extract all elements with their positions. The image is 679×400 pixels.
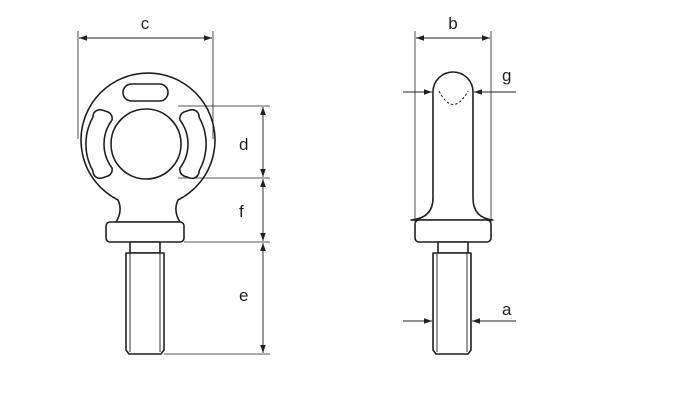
dimension-e: e [164,243,270,355]
left-slot [85,108,113,180]
dimension-a: a [403,300,516,324]
dimension-g: g [403,66,516,95]
dimension-c: c [77,14,214,139]
collar [105,221,185,243]
label-a: a [502,300,512,319]
side-threaded-shank [432,252,472,355]
label-g: g [502,66,511,85]
side-undercut [437,241,469,254]
hidden-contour [438,90,469,105]
threaded-shank [125,252,165,355]
side-view [410,71,494,355]
eye-hole [110,108,182,180]
dimension-d: d [178,105,270,179]
label-e: e [239,286,248,305]
label-f: f [239,202,244,221]
dimension-f: f [184,179,270,243]
side-eye-profile [410,71,494,221]
side-collar [414,219,492,243]
right-slot [179,108,207,180]
label-d: d [239,135,248,154]
dimension-b: b [414,14,492,222]
front-view [80,72,216,355]
undercut [129,241,161,254]
label-c: c [141,14,150,33]
top-slot [122,83,169,102]
label-b: b [448,14,457,33]
